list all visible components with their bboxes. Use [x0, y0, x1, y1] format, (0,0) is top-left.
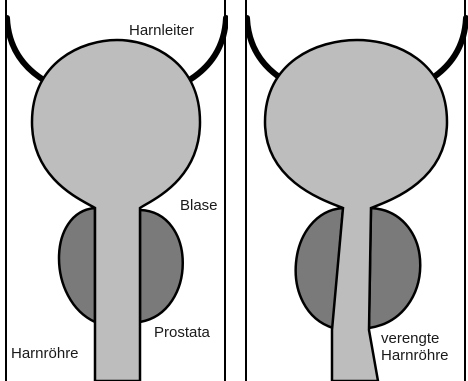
- prostate-right-lobe-enlarged: [369, 208, 420, 328]
- label-verengte: verengte: [381, 330, 439, 347]
- label-harnroehre-verengt: Harnröhre: [381, 347, 449, 364]
- enlarged-anatomy-svg: verengte Harnröhre: [247, 0, 468, 381]
- diagram-panel-normal: Harnleiter Blase Prostata Harnröhre: [5, 0, 226, 381]
- label-blase: Blase: [180, 197, 218, 214]
- normal-anatomy-svg: Harnleiter Blase Prostata Harnröhre: [7, 0, 228, 381]
- prostate-left-lobe: [59, 208, 95, 322]
- label-prostata: Prostata: [154, 324, 211, 341]
- label-harnroehre: Harnröhre: [11, 345, 79, 362]
- prostate-right-lobe: [140, 210, 183, 322]
- diagram-panel-enlarged: verengte Harnröhre: [245, 0, 466, 381]
- label-harnleiter: Harnleiter: [129, 22, 194, 39]
